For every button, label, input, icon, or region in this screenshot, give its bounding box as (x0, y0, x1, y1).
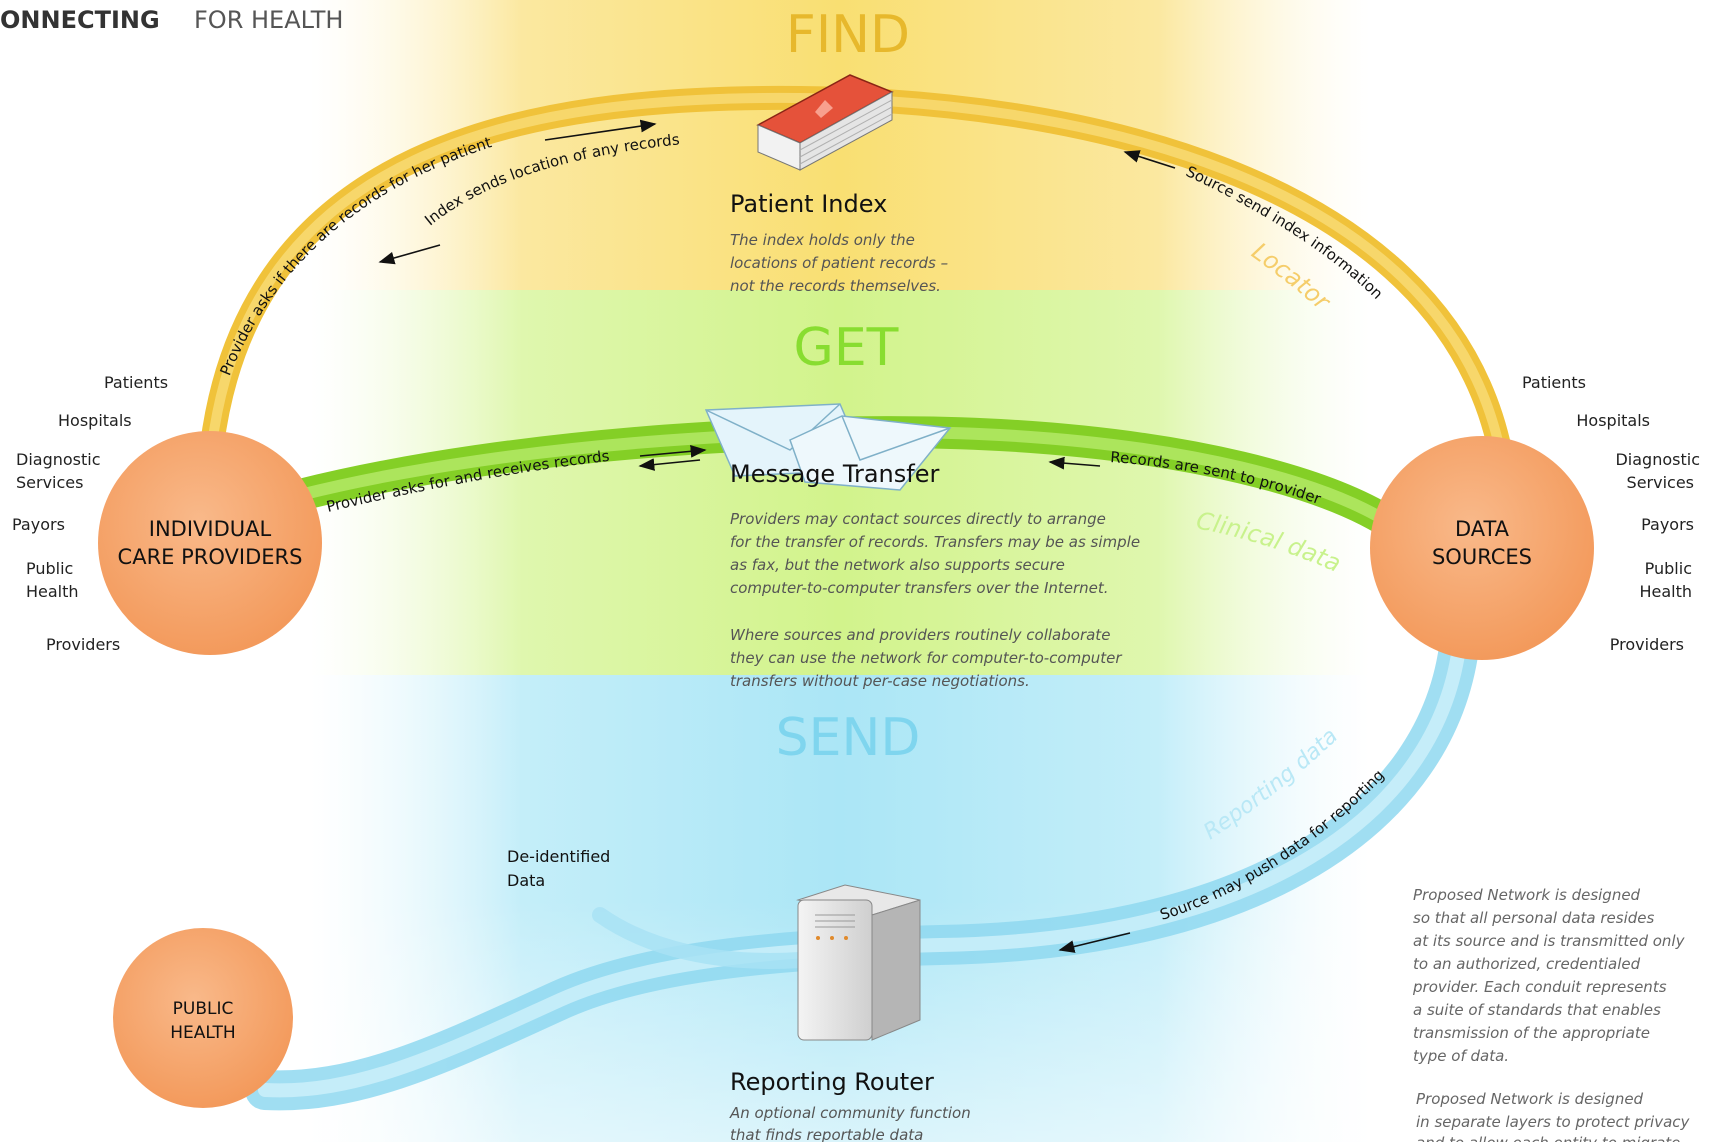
envelope-icon (704, 403, 952, 491)
svg-text:Proposed Network is designed: Proposed Network is designed (1413, 886, 1641, 904)
svg-text:Proposed Network is designed: Proposed Network is designed (1416, 1090, 1644, 1108)
svg-text:Patients: Patients (1522, 373, 1586, 392)
note-design-1: Proposed Network is designed so that all… (1412, 886, 1686, 1065)
message-transfer-title: Message Transfer (730, 460, 939, 488)
svg-text:so that all personal data resi: so that all personal data resides (1413, 909, 1655, 927)
node-public-health: PUBLIC HEALTH (113, 928, 293, 1108)
svg-text:PUBLIC: PUBLIC (173, 999, 234, 1019)
svg-text:at its source and is transmitt: at its source and is transmitted only (1413, 932, 1686, 950)
svg-text:Data: Data (507, 871, 545, 890)
patient-index-title: Patient Index (730, 190, 887, 218)
header-subtitle: FOR HEALTH (194, 6, 343, 34)
svg-text:and to allow each entity to mi: and to allow each entity to migrate (1416, 1134, 1680, 1142)
svg-text:Public: Public (1645, 559, 1692, 578)
svg-text:Providers: Providers (46, 635, 120, 654)
svg-text:in separate layers to protect: in separate layers to protect privacy (1416, 1113, 1691, 1131)
svg-text:INDIVIDUAL: INDIVIDUAL (149, 517, 272, 541)
svg-text:Services: Services (1627, 473, 1694, 492)
svg-text:De-identified: De-identified (507, 847, 610, 866)
svg-text:An optional community function: An optional community function (729, 1104, 971, 1122)
layer-get: GET (794, 318, 899, 378)
right-entity-list: Patients Hospitals Diagnostic Services P… (1522, 373, 1700, 654)
left-entity-list: Patients Hospitals Diagnostic Services P… (12, 373, 168, 654)
deidentified-branch (592, 907, 808, 969)
svg-text:provider. Each conduit represe: provider. Each conduit represents (1412, 978, 1667, 996)
node-care-providers: INDIVIDUAL CARE PROVIDERS (98, 431, 322, 655)
svg-text:Where sources and providers ro: Where sources and providers routinely co… (730, 626, 1110, 644)
svg-text:type of data.: type of data. (1413, 1047, 1509, 1065)
svg-text:Health: Health (26, 582, 79, 601)
svg-text:HEALTH: HEALTH (170, 1023, 235, 1043)
svg-text:Health: Health (1639, 582, 1692, 601)
svg-text:Payors: Payors (1641, 515, 1694, 534)
svg-text:Services: Services (16, 473, 83, 492)
deidentified-label: De-identified Data (507, 847, 610, 890)
layer-find: FIND (786, 5, 910, 65)
svg-text:that finds reportable data: that finds reportable data (730, 1126, 923, 1142)
note-design-2: Proposed Network is designed in separate… (1416, 1090, 1691, 1146)
svg-text:Payors: Payors (12, 515, 65, 534)
node-data-sources: DATA SOURCES (1370, 436, 1594, 660)
svg-text:The index holds only the: The index holds only the (730, 231, 915, 249)
svg-text:Public: Public (26, 559, 73, 578)
svg-text:SOURCES: SOURCES (1432, 545, 1532, 569)
svg-text:Patients: Patients (104, 373, 168, 392)
svg-text:transmission of the appropriat: transmission of the appropriate (1413, 1024, 1650, 1042)
header-title: ONNECTING (0, 6, 160, 34)
message-transfer-desc: Providers may contact sources directly t… (730, 510, 1140, 690)
layer-send: SEND (776, 708, 921, 768)
svg-text:locations of patient records –: locations of patient records – (730, 254, 948, 272)
server-icon (796, 884, 921, 1041)
svg-text:for the transfer of records. T: for the transfer of records. Transfers m… (730, 533, 1140, 551)
svg-text:computer-to-computer transfers: computer-to-computer transfers over the … (730, 579, 1109, 597)
svg-text:Hospitals: Hospitals (1576, 411, 1650, 430)
svg-text:Diagnostic: Diagnostic (1615, 450, 1700, 469)
reporting-router-desc: An optional community function that find… (729, 1104, 971, 1144)
svg-text:Diagnostic: Diagnostic (16, 450, 101, 469)
svg-text:CARE PROVIDERS: CARE PROVIDERS (118, 545, 303, 569)
reporting-router-title: Reporting Router (730, 1068, 934, 1096)
svg-text:transfers without per-case neg: transfers without per-case negotiations. (730, 672, 1030, 690)
svg-text:DATA: DATA (1455, 517, 1510, 541)
svg-text:a suite of standards that enab: a suite of standards that enables (1413, 1001, 1661, 1019)
svg-text:they can use the network for c: they can use the network for computer-to… (730, 649, 1122, 667)
svg-text:to an authorized, credentialed: to an authorized, credentialed (1413, 955, 1641, 973)
svg-text:not the records themselves.: not the records themselves. (730, 277, 941, 295)
svg-text:as fax, but the network also s: as fax, but the network also supports se… (730, 556, 1065, 574)
svg-text:Providers may contact sources: Providers may contact sources directly t… (730, 510, 1106, 528)
patient-index-desc: The index holds only the locations of pa… (730, 231, 948, 295)
svg-text:Hospitals: Hospitals (58, 411, 132, 430)
svg-text:Providers: Providers (1610, 635, 1684, 654)
patient-index-icon (756, 74, 894, 171)
